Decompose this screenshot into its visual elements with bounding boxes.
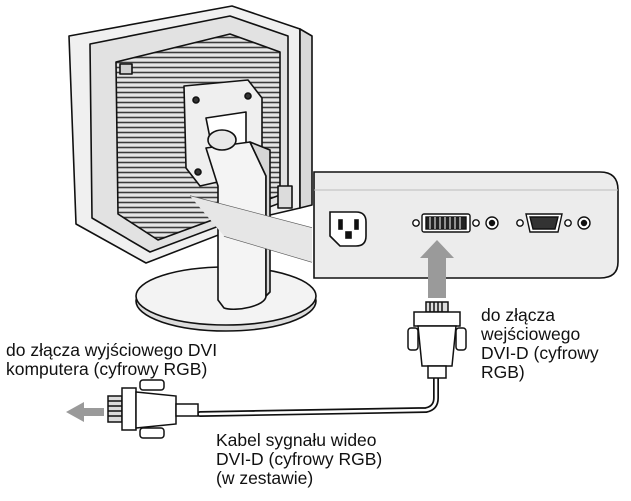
input-connector-label-line: do złącza [481, 305, 555, 325]
mount-screw [192, 96, 200, 104]
output-connector-label: do złącza wyjściowego DVI komputera (cyf… [6, 341, 217, 379]
callout-wedge [190, 196, 312, 262]
dvi-d-port [412, 213, 480, 233]
output-connector-label-line: do złącza wyjściowego DVI [6, 340, 218, 360]
input-connector-label-line: RGB) [481, 362, 525, 382]
mount-screw [244, 92, 252, 100]
top-tab [119, 63, 133, 75]
audio-jack [577, 216, 591, 230]
connector-panel-callout [189, 171, 619, 279]
stand-hinge [207, 129, 237, 151]
ac-power-socket [329, 211, 367, 247]
side-latch [277, 185, 293, 209]
cable-label-line: Kabel sygnału wideo [216, 430, 377, 450]
input-connector-label-line: DVI-D (cyfrowy [481, 343, 599, 363]
input-connector-label: do złącza wejściowego DVI-D (cyfrowy RGB… [481, 306, 599, 382]
audio-jack [485, 216, 499, 230]
insert-arrow-up [420, 240, 454, 298]
cable-label: Kabel sygnału wideo DVI-D (cyfrowy RGB) … [216, 431, 382, 488]
dvi-cable [197, 375, 439, 417]
dvi-plug-computer-end [107, 379, 199, 439]
output-connector-label-line: komputera (cyfrowy RGB) [6, 359, 208, 379]
output-arrow-left [66, 402, 104, 422]
monitor-illustration [68, 5, 317, 332]
cable-label-line: DVI-D (cyfrowy RGB) [216, 449, 383, 469]
vga-port [516, 213, 572, 233]
mount-screw [194, 168, 202, 176]
monitor-side [299, 28, 313, 209]
dvi-plug-monitor-end [407, 301, 467, 379]
input-connector-label-line: wejściowego [481, 324, 581, 344]
cable-label-line: (w zestawie) [216, 468, 314, 488]
